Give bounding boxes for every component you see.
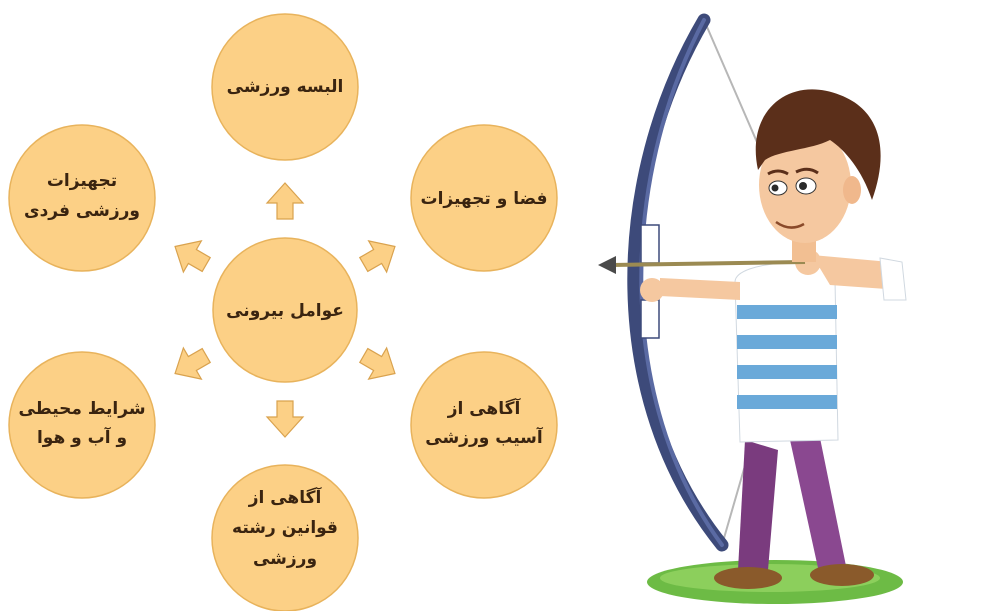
node-top-left-line-1: تجهیزات [47,171,117,191]
mouth [775,220,805,229]
right-eyebrow [795,167,819,175]
arrow-down-left-icon [174,346,212,380]
shirt-stripe-3 [737,365,837,379]
shirt-stripe-2 [737,335,837,349]
sleeve [879,257,907,301]
node-bottom-left-line-2: و آب و هوا [37,426,127,448]
bow-grip-upper [640,224,660,264]
node-bottom: آگاهی از قوانین رشته ورزشی [211,464,359,611]
node-bottom-right-line-2: آسیب ورزشی [425,426,544,448]
node-top-right: فضا و تجهیزات [410,124,558,272]
bow-hand [640,278,664,302]
ear [843,176,861,204]
archer-illustration [598,13,907,604]
arrow-down-icon [265,400,305,438]
right-leg [790,438,846,568]
left-shoe [714,567,782,589]
shirt [734,262,839,443]
node-bottom-left-line-1: شرایط محیطی [18,399,145,419]
arrow-up-icon [265,182,305,220]
node-top-left-line-2: ورزشی فردی [24,201,140,221]
left-eyebrow [767,169,789,176]
neck [792,240,816,262]
shirt-stripe-4 [737,395,837,409]
node-top-left-circle [8,124,156,272]
left-pupil [771,184,779,192]
node-top-line-1: البسه ورزشی [227,77,344,97]
arrow-shaft [611,260,806,267]
node-bottom-right-line-1: آگاهی از [447,397,522,419]
right-shoe [810,564,874,586]
node-top-right-line-1: فضا و تجهیزات [421,189,548,209]
bow-grip-lower [640,299,660,339]
node-top-circle [211,13,359,161]
shirt-stripe-1 [737,305,837,319]
extended-arm [660,278,740,300]
node-bottom-line-3: ورزشی [253,549,317,569]
node-top-right-circle [410,124,558,272]
center-node-label: عوامل بیرونی [226,301,344,321]
node-bottom-circle [211,464,359,611]
node-top: البسه ورزشی [211,13,359,161]
arrow-up-right-icon [358,240,396,274]
arrow-down-right-icon [358,346,396,380]
center-node: عوامل بیرونی [212,237,358,383]
node-bottom-line-2: قوانین رشته [232,518,338,538]
node-bottom-left-circle [8,351,156,499]
node-bottom-line-1: آگاهی از [248,486,323,508]
center-node-circle [212,237,358,383]
right-pupil [799,182,807,190]
arrows-layer [174,182,396,438]
node-top-left: تجهیزات ورزشی فردی [8,124,156,272]
node-bottom-right-circle [410,351,558,499]
hair [755,89,881,200]
left-leg [738,440,778,570]
node-bottom-right: آگاهی از آسیب ورزشی [410,351,558,499]
bow-limb [627,13,729,552]
node-bottom-left: شرایط محیطی و آب و هوا [8,351,156,499]
arrow-head-icon [598,256,616,274]
drawing-arm [812,255,900,290]
arrow-up-left-icon [174,240,212,274]
